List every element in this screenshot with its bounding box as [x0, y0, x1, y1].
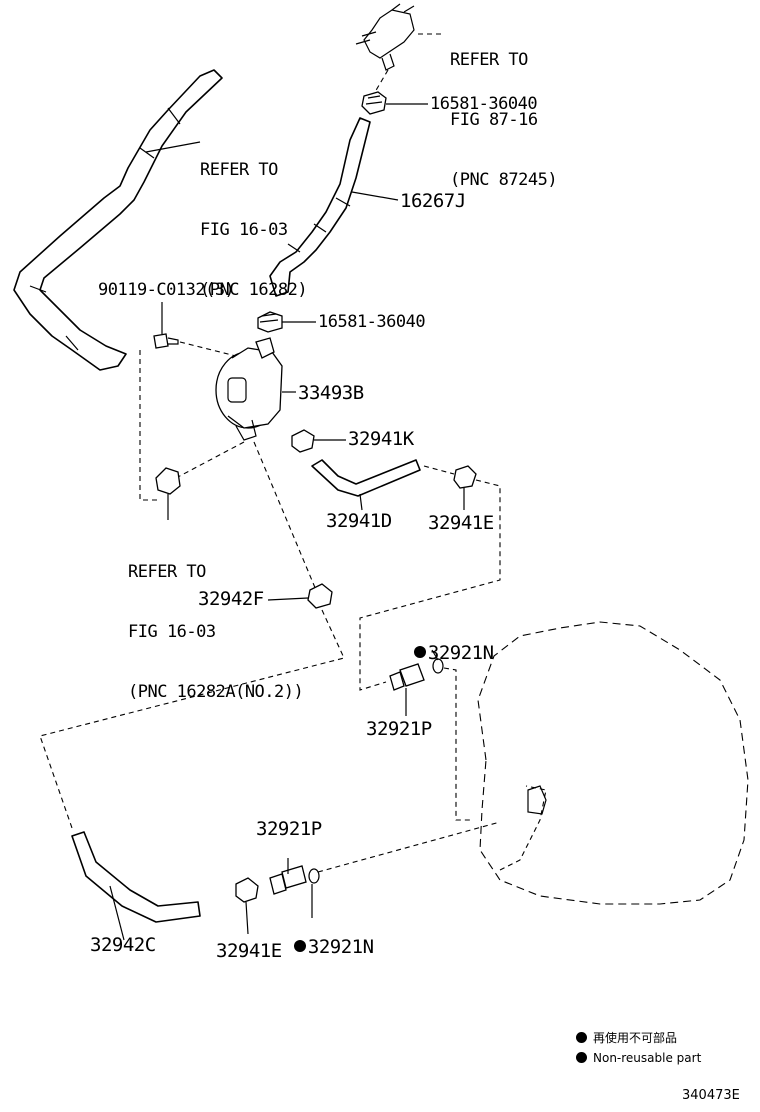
label-line: FIG 16-03	[128, 622, 216, 642]
union-32921p-bottom	[269, 821, 501, 918]
upper-connector-part	[355, 3, 444, 93]
clamp-32941e-top	[359, 465, 501, 691]
legend-row-english: Non-reusable part	[576, 1050, 701, 1066]
vacuum-pump-33493b	[215, 337, 296, 441]
transmission-housing	[477, 621, 749, 905]
figure-id: 340473E	[682, 1088, 740, 1103]
clamp-32941e-bottom	[235, 877, 259, 935]
label-32942c: 32942C	[90, 934, 156, 956]
non-reusable-dot-icon	[576, 1032, 587, 1043]
label-refer-fig-16-03-bottom: REFER TO FIG 16-03 (PNC 16282A(NO.2))	[128, 522, 304, 722]
label-line: (PNC 16282A(NO.2))	[128, 682, 304, 702]
clamp-16581-top	[361, 91, 428, 115]
hose-32942c	[71, 831, 201, 923]
legend-row-japanese: 再使用不可部品	[576, 1030, 701, 1046]
label-32921n-bottom: 32921N	[272, 914, 374, 958]
hose-32941d	[311, 459, 421, 497]
label-32941k: 32941K	[348, 428, 414, 450]
label-90119-c0132: 90119-C0132(3)	[98, 280, 235, 300]
clamp-32941k	[291, 429, 346, 453]
non-reusable-dot-icon	[413, 646, 426, 658]
hose-16267j	[269, 117, 371, 297]
label-32941e-top: 32941E	[428, 512, 494, 534]
clamp-32942f	[267, 583, 333, 609]
guide-line-left	[139, 350, 160, 501]
non-reusable-dot-icon	[576, 1052, 587, 1063]
label-line: (PNC 87245)	[450, 170, 558, 190]
label-32921p-top: 32921P	[366, 718, 432, 740]
clamp-16581-mid	[257, 311, 316, 333]
label-line: (PNC 16282)	[200, 280, 308, 300]
union-32921p-top	[389, 649, 470, 821]
label-line: REFER TO	[128, 562, 206, 582]
label-refer-fig-87-16: REFER TO FIG 87-16 (PNC 87245)	[450, 10, 558, 210]
label-line: FIG 87-16	[450, 110, 538, 130]
label-16267j: 16267J	[400, 190, 466, 212]
clamp-16282a	[155, 467, 181, 520]
label-32941e-bottom: 32941E	[216, 940, 282, 962]
non-reusable-dot-icon	[293, 940, 306, 952]
legend: 再使用不可部品 Non-reusable part	[576, 1030, 701, 1066]
legend-text-english: Non-reusable part	[593, 1051, 702, 1065]
label-line: REFER TO	[200, 160, 278, 180]
legend-text-japanese: 再使用不可部品	[593, 1031, 678, 1045]
hose-refer-16282	[13, 69, 223, 371]
label-16581-36040-mid: 16581-36040	[318, 312, 426, 332]
bolt-90119	[153, 302, 237, 357]
label-32921n-top: 32921N	[392, 620, 494, 664]
label-32921p-bottom: 32921P	[256, 818, 322, 840]
label-16581-36040-top: 16581-36040	[430, 94, 538, 114]
label-32941d: 32941D	[326, 510, 392, 532]
label-line: REFER TO	[450, 50, 528, 70]
label-33493b: 33493B	[298, 382, 364, 404]
label-32942f: 32942F	[198, 588, 264, 610]
label-refer-fig-16-03-top: REFER TO FIG 16-03 (PNC 16282)	[200, 120, 308, 320]
label-line: FIG 16-03	[200, 220, 288, 240]
label-text: 32921N	[427, 642, 494, 664]
label-text: 32921N	[307, 936, 374, 958]
